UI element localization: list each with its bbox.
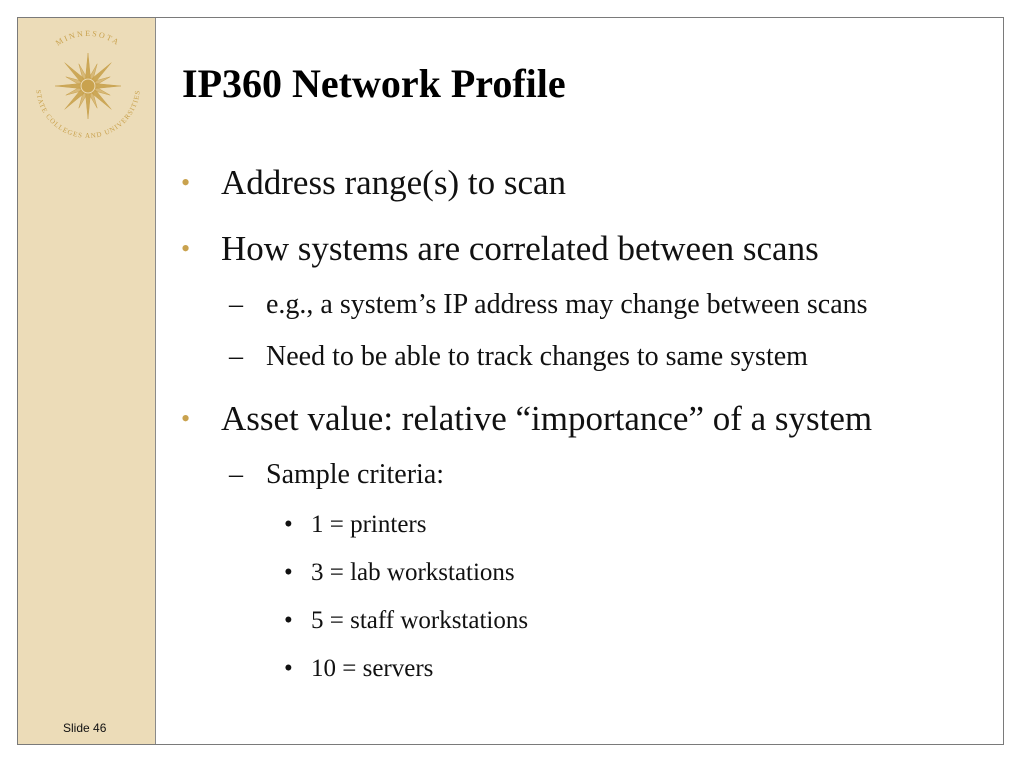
bullet-marker: • <box>181 168 191 197</box>
bullet-marker: – <box>229 459 243 490</box>
page-title: IP360 Network Profile <box>182 61 566 106</box>
bullet-level-1: • How systems are correlated between scan… <box>181 229 996 269</box>
bullet-level-2: –Need to be able to track changes to sam… <box>181 341 996 373</box>
bullet-text: 1 = printers <box>311 511 427 538</box>
bullet-text: 3 = lab workstations <box>311 559 515 586</box>
bullet-level-1: • Address range(s) to scan <box>181 163 996 203</box>
bullet-text: Need to be able to track changes to same… <box>266 341 808 372</box>
bullet-text: Sample criteria: <box>266 459 445 490</box>
bullet-level-2: –Sample criteria: <box>181 459 996 491</box>
bullet-marker: • <box>284 559 293 586</box>
bullet-text: Address range(s) to scan <box>221 163 567 202</box>
bullet-text: 10 = servers <box>311 655 434 682</box>
sidebar-band: MINNESOTA STATE COLLEGES AND UNIVERSITIE… <box>18 18 156 744</box>
slide-number: Slide 46 <box>63 721 107 735</box>
bullet-marker: – <box>229 289 243 320</box>
bullet-level-3: • 5 = staff workstations <box>181 607 996 635</box>
logo-top-text: MINNESOTA <box>54 29 122 48</box>
bullet-marker: • <box>284 511 293 538</box>
bullet-text: Asset value: relative “importance” of a … <box>221 399 873 438</box>
slide: MINNESOTA STATE COLLEGES AND UNIVERSITIE… <box>17 17 1004 745</box>
bullet-marker: • <box>181 404 191 433</box>
bullet-list: • Address range(s) to scan • How systems ar… <box>181 163 996 683</box>
bullet-level-3: • 1 = printers <box>181 511 996 539</box>
bullet-level-3: • 3 = lab workstations <box>181 559 996 587</box>
university-seal-icon: MINNESOTA STATE COLLEGES AND UNIVERSITIE… <box>34 29 141 140</box>
bullet-marker: • <box>284 655 293 682</box>
bullet-marker: • <box>181 234 191 263</box>
bullet-level-2: –e.g., a system’s IP address may change … <box>181 289 996 321</box>
bullet-marker: • <box>284 607 293 634</box>
bullet-text: 5 = staff workstations <box>311 607 529 634</box>
bullet-text: How systems are correlated between scans <box>221 229 819 268</box>
bullet-level-1: • Asset value: relative “importance” of a… <box>181 399 996 439</box>
bullet-marker: – <box>229 341 243 372</box>
bullet-text: e.g., a system’s IP address may change b… <box>266 289 868 320</box>
bullet-level-3: • 10 = servers <box>181 655 996 683</box>
